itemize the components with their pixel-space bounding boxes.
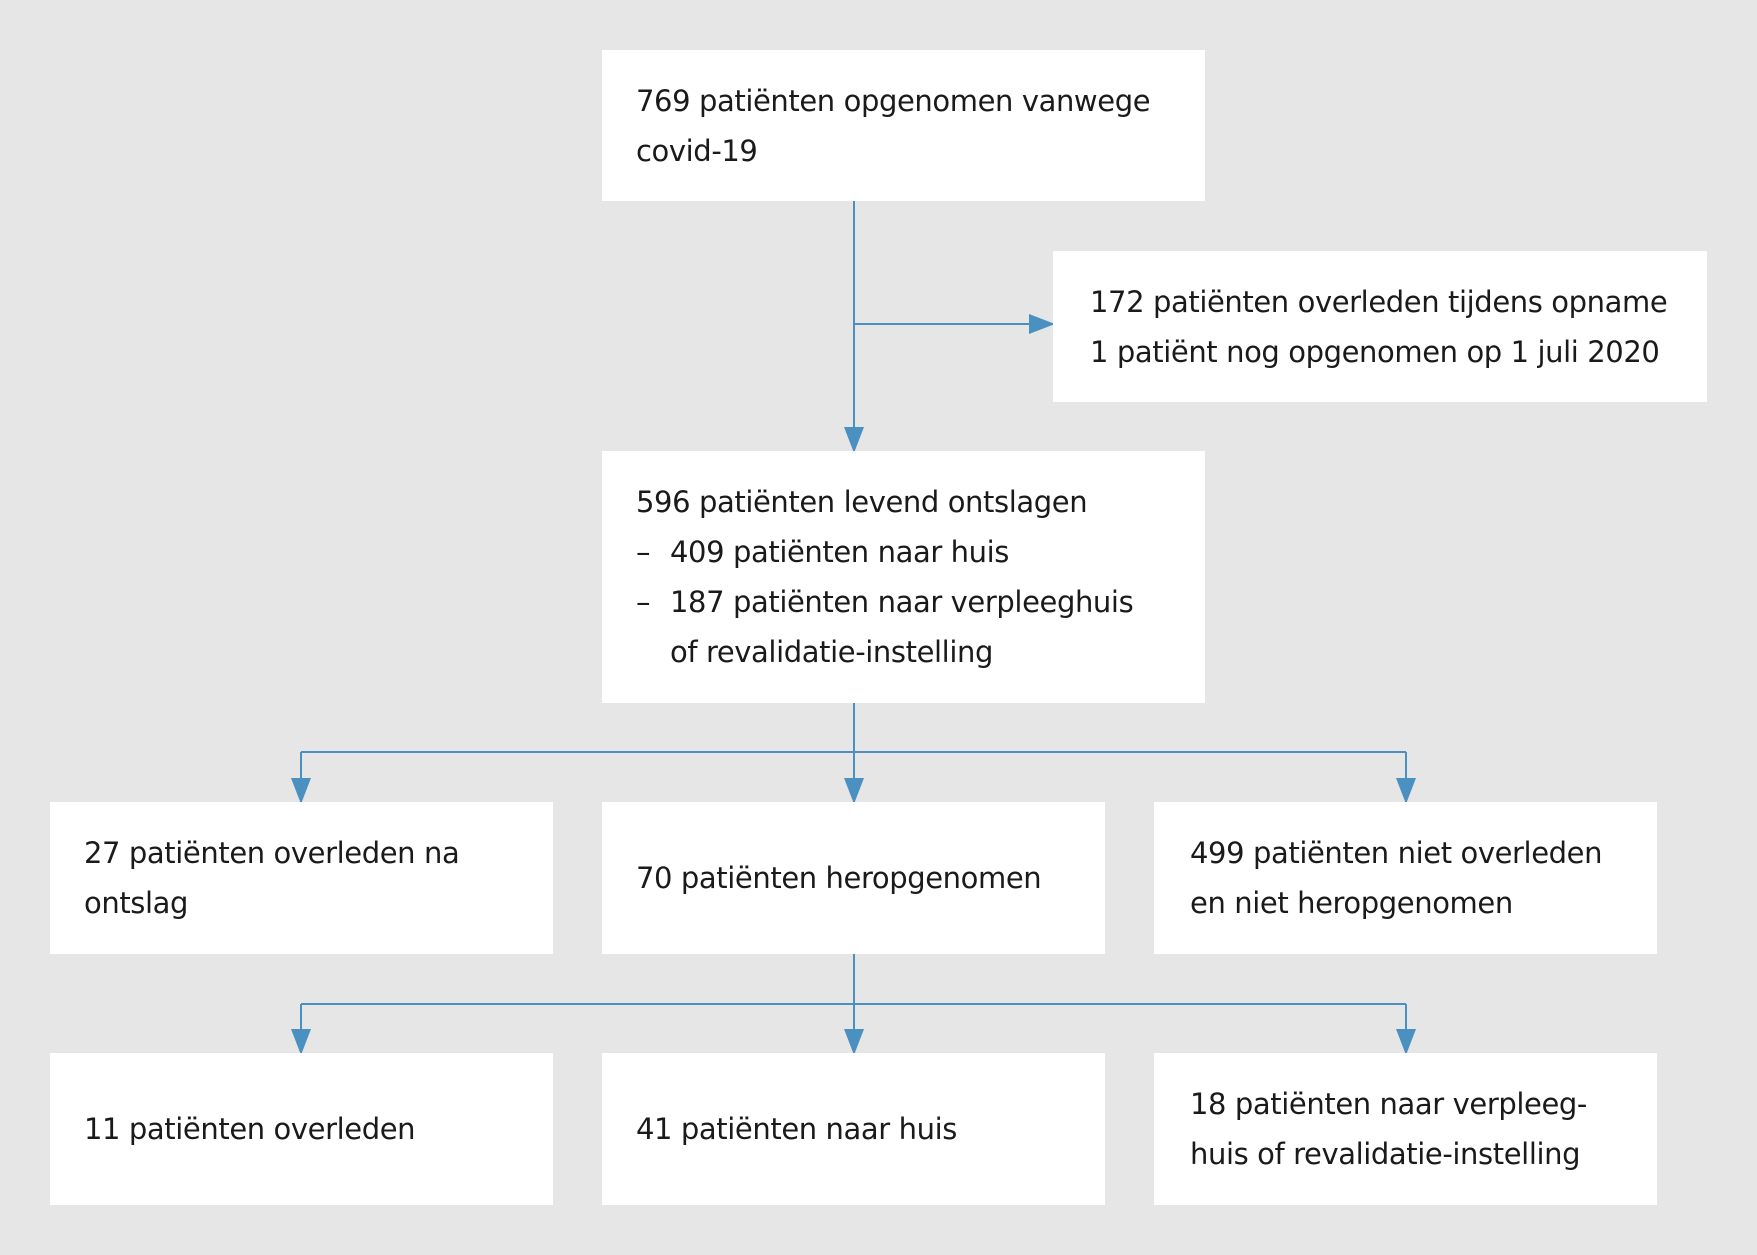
- node-readmitted-line-1: 70 patiënten heropgenomen: [636, 861, 1042, 895]
- node-excluded: 172 patiënten overleden tijdens opname 1…: [1053, 251, 1707, 402]
- node-discharged-item-home-text: 409 patiënten naar huis: [670, 535, 1009, 569]
- node-readmit-died-line-1: 11 patiënten overleden: [84, 1112, 416, 1146]
- node-readmit-nursing: 18 patiënten naar verpleeg- huis of reva…: [1154, 1053, 1657, 1205]
- node-discharged-title: 596 patiënten levend ontslagen: [636, 485, 1088, 519]
- bullet-dash: –: [636, 535, 651, 569]
- node-not-died-not-readmitted-line-2: en niet heropgenomen: [1190, 886, 1513, 920]
- node-died-after-discharge-line-2: ontslag: [84, 886, 189, 920]
- node-readmit-home: 41 patiënten naar huis: [602, 1053, 1105, 1205]
- node-readmit-home-line-1: 41 patiënten naar huis: [636, 1112, 957, 1146]
- node-excluded-line-1: 172 patiënten overleden tijdens opname: [1090, 284, 1668, 319]
- node-discharged: 596 patiënten levend ontslagen – 409 pat…: [602, 451, 1205, 703]
- node-died-after-discharge-line-1: 27 patiënten overleden na: [84, 836, 460, 870]
- node-excluded-line-2: 1 patiënt nog opgenomen op 1 juli 2020: [1090, 334, 1660, 369]
- node-not-died-not-readmitted-line-1: 499 patiënten niet overleden: [1190, 836, 1603, 870]
- node-discharged-item-home: – 409 patiënten naar huis: [636, 527, 1171, 577]
- bullet-dash: –: [636, 585, 651, 619]
- node-discharged-item-nursing: – 187 patiënten naar verpleeghuis: [636, 577, 1171, 627]
- node-died-after-discharge: 27 patiënten overleden na ontslag: [50, 802, 553, 954]
- node-admitted-line-2: covid-19: [636, 133, 758, 168]
- node-not-died-not-readmitted: 499 patiënten niet overleden en niet her…: [1154, 802, 1657, 954]
- node-discharged-item-nursing-text: 187 patiënten naar verpleeghuis: [670, 585, 1134, 619]
- node-readmit-died: 11 patiënten overleden: [50, 1053, 553, 1205]
- node-readmitted: 70 patiënten heropgenomen: [602, 802, 1105, 954]
- node-admitted-line-1: 769 patiënten opgenomen vanwege: [636, 83, 1151, 118]
- node-discharged-item-nursing-continuation: of revalidatie-instelling: [670, 635, 993, 669]
- node-readmit-nursing-line-1: 18 patiënten naar verpleeg-: [1190, 1087, 1587, 1121]
- node-readmit-nursing-line-2: huis of revalidatie-instelling: [1190, 1137, 1581, 1171]
- node-admitted: 769 patiënten opgenomen vanwege covid-19: [602, 50, 1205, 201]
